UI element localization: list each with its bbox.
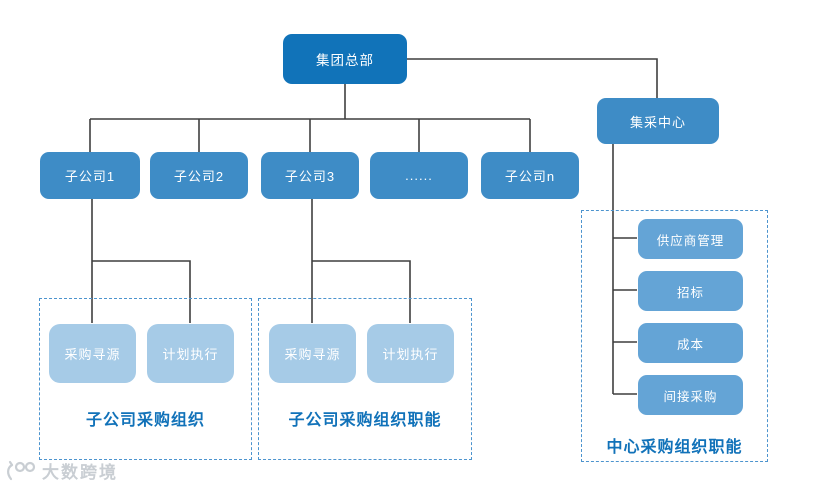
caption-subsidiary-procurement-functions: 子公司采购组织职能	[288, 412, 442, 429]
node-cost: 成本	[638, 323, 743, 363]
node-supplier-management: 供应商管理	[638, 219, 743, 259]
node-sourcing-1: 采购寻源	[49, 324, 136, 383]
node-subsidiary-2: 子公司2	[150, 152, 248, 199]
group-subsidiary-procurement-org: 采购寻源 计划执行 子公司采购组织	[39, 298, 252, 460]
caption-subsidiary-procurement-org: 子公司采购组织	[85, 412, 205, 429]
watermark: 大数跨境	[4, 458, 118, 483]
caption-center-procurement-functions: 中心采购组织职能	[606, 439, 743, 456]
group-subsidiary-procurement-functions: 采购寻源 计划执行 子公司采购组织职能	[258, 298, 472, 460]
node-group-headquarters: 集团总部	[283, 34, 407, 84]
node-subsidiary-1: 子公司1	[40, 152, 140, 199]
watermark-text: 大数跨境	[42, 463, 118, 482]
node-indirect-procurement: 间接采购	[638, 375, 743, 415]
node-bidding: 招标	[638, 271, 743, 311]
node-procurement-center: 集采中心	[597, 98, 719, 144]
node-subsidiary-n: 子公司n	[481, 152, 579, 199]
node-subsidiary-ellipsis: ......	[370, 152, 468, 199]
group-center-procurement-functions: 供应商管理 招标 成本 间接采购 中心采购组织职能	[581, 210, 768, 462]
node-plan-execution-2: 计划执行	[367, 324, 454, 383]
node-subsidiary-3: 子公司3	[261, 152, 359, 199]
node-plan-execution-1: 计划执行	[147, 324, 234, 383]
dashu-logo-icon	[4, 460, 38, 482]
node-sourcing-2: 采购寻源	[269, 324, 356, 383]
